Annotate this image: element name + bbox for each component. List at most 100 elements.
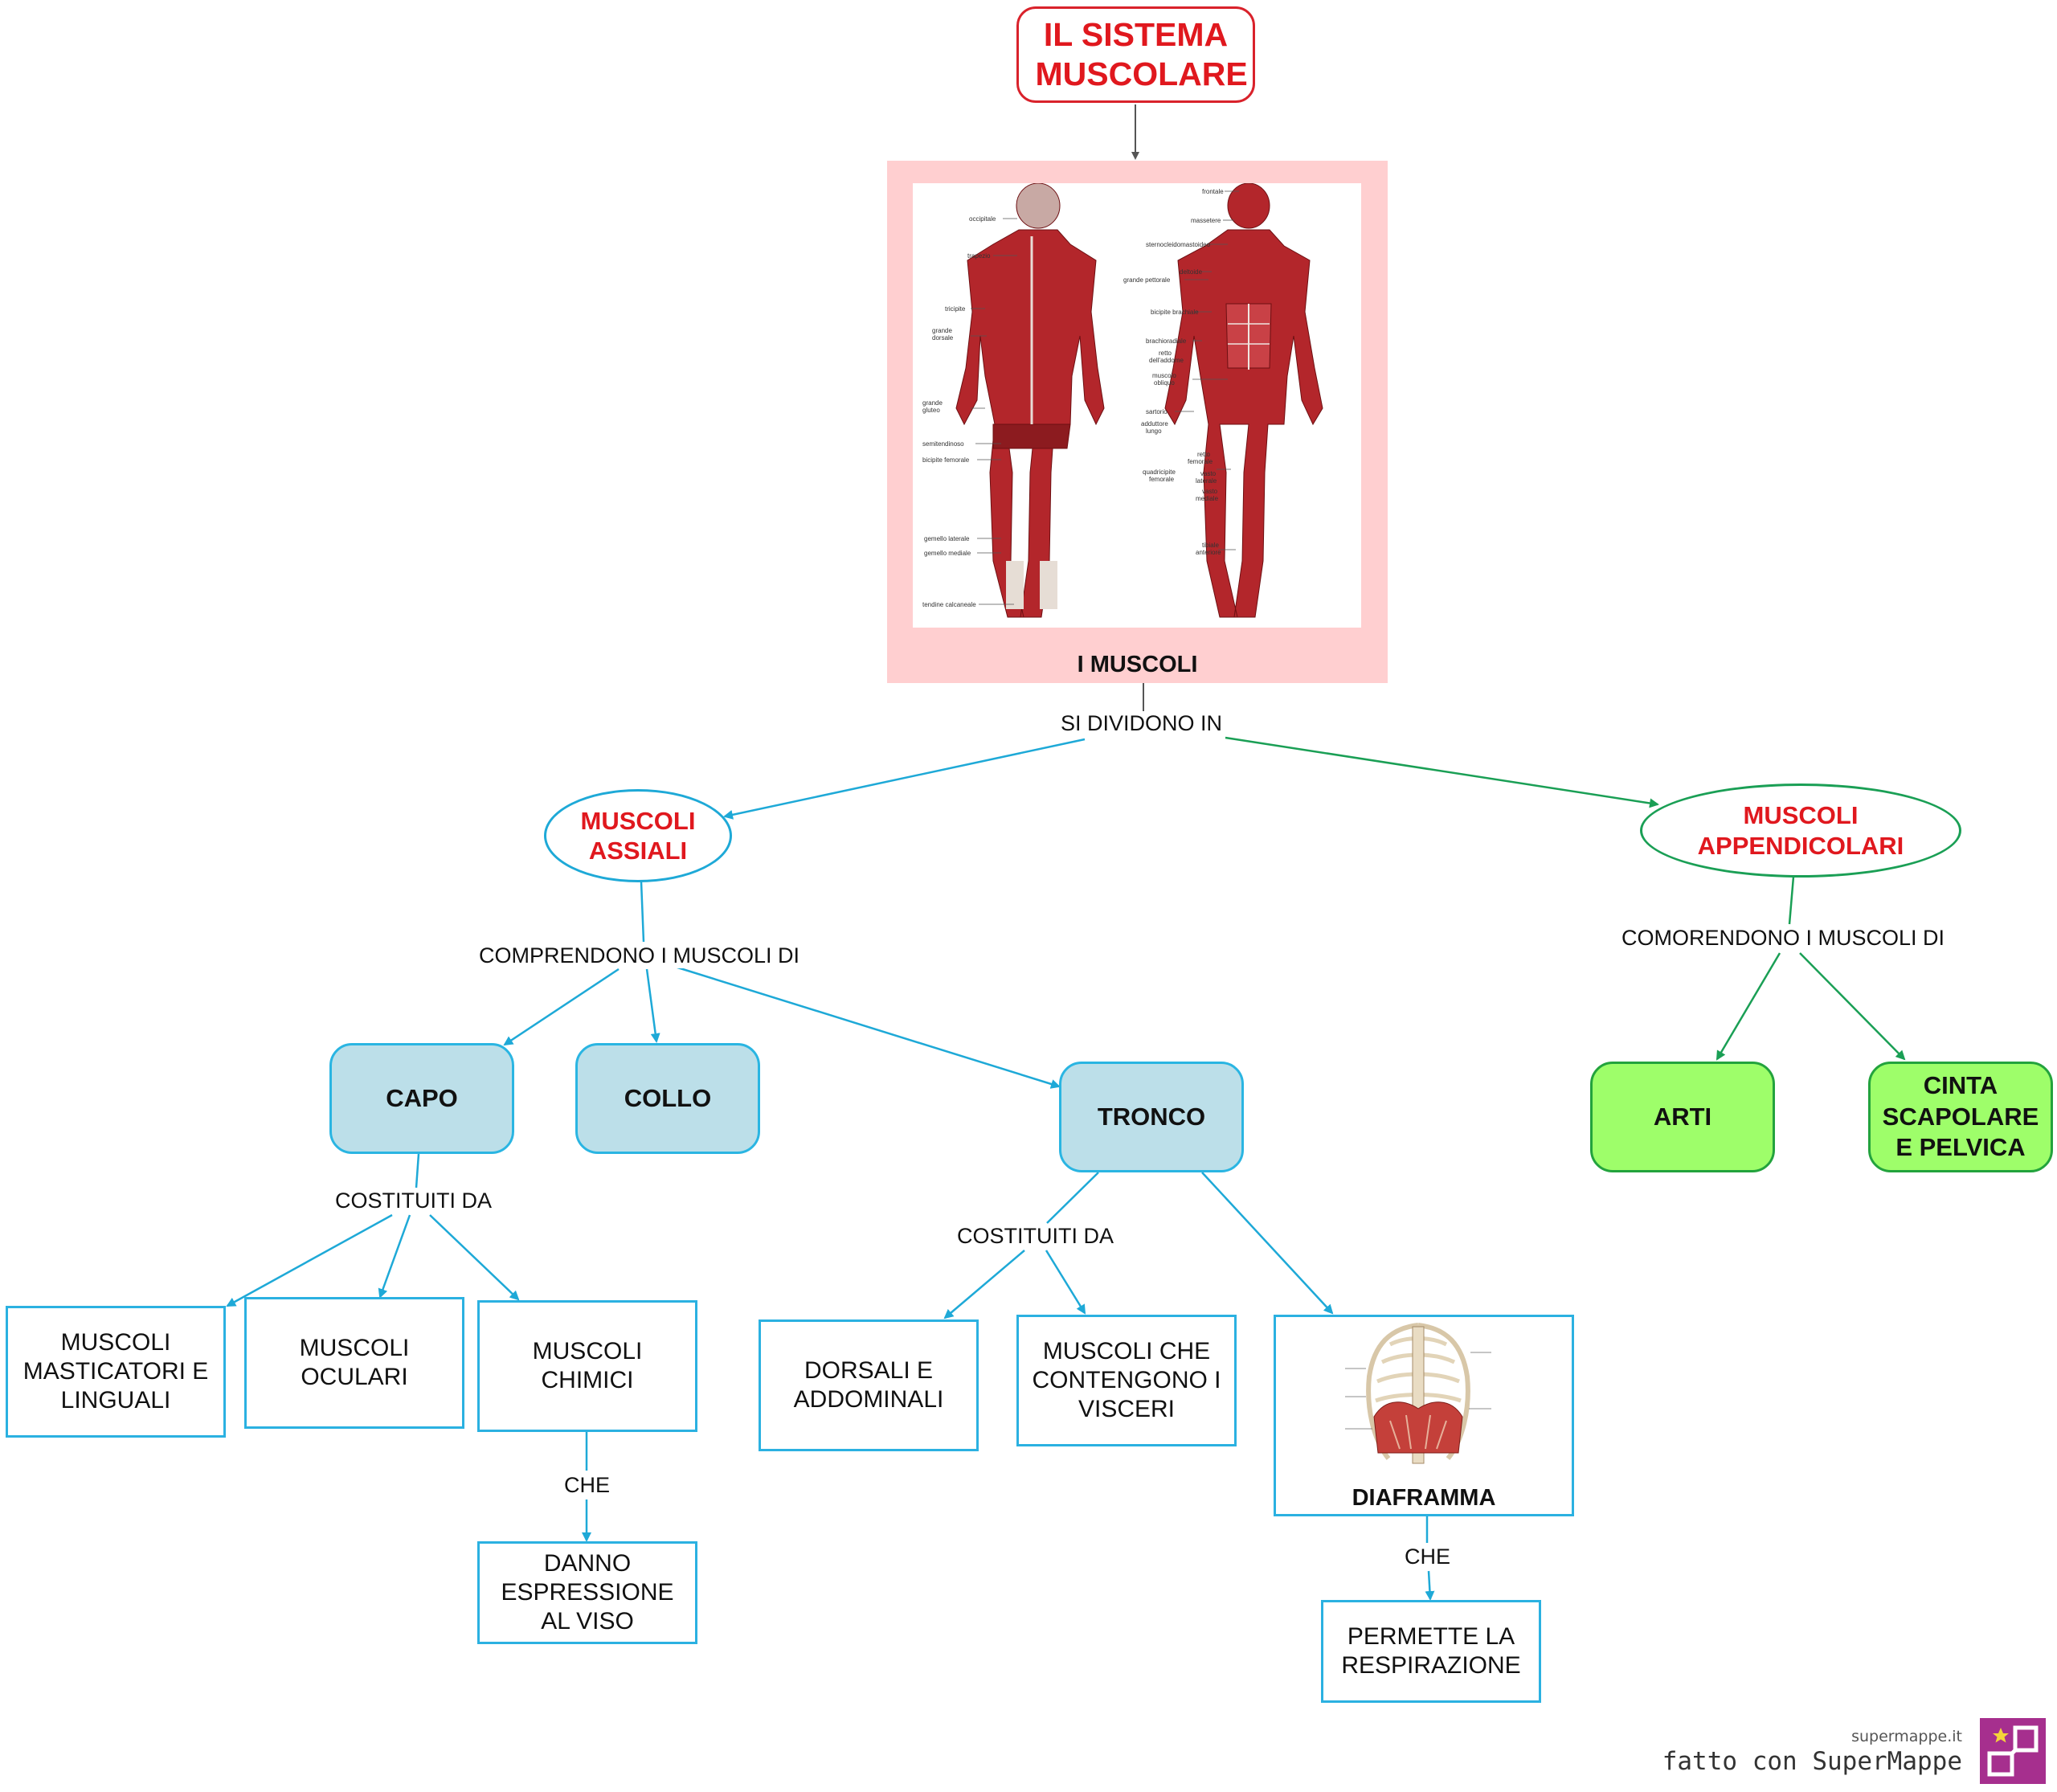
- label-semitendinoso: semitendinoso: [922, 440, 964, 448]
- node-dorsali-text: DORSALI E ADDOMINALI: [793, 1357, 944, 1413]
- label-gemello-laterale: gemello laterale: [924, 535, 970, 542]
- connector-divide-assiali: [723, 738, 1086, 820]
- label-tibiale-1: tibiale: [1202, 542, 1219, 549]
- label-massetere: massetere: [1191, 217, 1221, 224]
- node-muscoli-assiali[interactable]: MUSCOLI ASSIALI: [544, 789, 732, 882]
- label-vasto-laterale-1: vasto: [1200, 470, 1217, 477]
- link-label-assiali-comprendono: COMPRENDONO I MUSCOLI DI: [474, 943, 805, 968]
- connector-assiali-comp: [640, 881, 645, 943]
- label-grande-gluteo-2: gluteo: [922, 407, 940, 414]
- label-retto-femorale-1: retto: [1197, 451, 1211, 458]
- connector-cost-visceri: [1045, 1250, 1086, 1315]
- label-grande-pettorale: grande pettorale: [1123, 276, 1171, 284]
- connector-append-comp: [1788, 876, 1795, 925]
- muscular-system-illustration: occipitale trapezio tricipite grande dor…: [913, 182, 1361, 628]
- label-retto-addome-1: retto: [1159, 350, 1172, 357]
- label-occipitale: occipitale: [969, 215, 996, 223]
- node-cinta-scapolare[interactable]: CINTA SCAPOLARE E PELVICA: [1868, 1062, 2053, 1172]
- label-sartorio: sartorio: [1146, 408, 1168, 415]
- supermappe-logo-icon[interactable]: [1980, 1718, 2046, 1784]
- label-vasto-laterale-2: laterale: [1196, 477, 1217, 485]
- node-tronco-text: TRONCO: [1097, 1103, 1206, 1131]
- node-diaframma-text: DIAFRAMMA: [1352, 1485, 1496, 1511]
- node-masticatori-text: MUSCOLI MASTICATORI E LINGUALI: [22, 1329, 209, 1414]
- node-cinta-scapolare-text: CINTA SCAPOLARE E PELVICA: [1882, 1070, 2039, 1162]
- label-tendine-calcaneale: tendine calcaneale: [922, 601, 976, 608]
- muscle-figures-image: occipitale trapezio tricipite grande dor…: [922, 182, 1323, 618]
- connector-tronco-diaframma: [1201, 1172, 1334, 1315]
- connector-che-respirazione: [1425, 1570, 1435, 1601]
- node-chimici[interactable]: MUSCOLI CHIMICI: [477, 1300, 697, 1432]
- label-brachioradiale: brachioradiale: [1146, 338, 1187, 345]
- node-muscoli-appendicolari-text: MUSCOLI APPENDICOLARI: [1697, 801, 1904, 860]
- node-espressione-viso[interactable]: DANNO ESPRESSIONE AL VISO: [477, 1541, 697, 1644]
- muscles-caption: I MUSCOLI: [1077, 652, 1198, 677]
- label-muscolo-obliquo-2: obliquo: [1154, 379, 1175, 387]
- node-capo[interactable]: CAPO: [329, 1043, 514, 1154]
- connector-comp-capo: [503, 968, 620, 1046]
- label-vasto-mediale-2: mediale: [1196, 495, 1219, 502]
- label-adduttore-lungo-1: adduttore: [1141, 420, 1168, 428]
- connector-cost-oculari: [378, 1214, 411, 1299]
- node-tronco[interactable]: TRONCO: [1059, 1062, 1244, 1172]
- connector-cost-masticatori: [226, 1213, 393, 1307]
- label-quadricipite-1: quadricipite: [1143, 468, 1176, 476]
- label-retto-addome-2: dell'addome: [1149, 357, 1184, 364]
- link-label-tronco-costituiti: COSTITUITI DA: [952, 1224, 1118, 1249]
- label-grande-dorsale-1: grande: [932, 327, 952, 334]
- connector-comp-cinta: [1799, 952, 1906, 1061]
- front-figure: [1164, 182, 1323, 618]
- label-tricipite: tricipite: [945, 305, 966, 313]
- link-label-append-comprendono: COMORENDONO I MUSCOLI DI: [1617, 926, 1950, 951]
- node-chimici-text: MUSCOLI CHIMICI: [532, 1338, 643, 1393]
- node-capo-text: CAPO: [386, 1084, 458, 1113]
- label-trapezio: trapezio: [967, 252, 991, 260]
- node-oculari-text: MUSCOLI OCULARI: [299, 1335, 410, 1390]
- diaphragm-image: [1345, 1323, 1491, 1464]
- title-node[interactable]: IL SISTEMA MUSCOLARE: [1016, 6, 1255, 103]
- node-respirazione-text: PERMETTE LA RESPIRAZIONE: [1341, 1623, 1521, 1679]
- label-retto-femorale-2: femorale: [1188, 458, 1213, 465]
- label-grande-gluteo-1: grande: [922, 399, 943, 407]
- node-arti[interactable]: ARTI: [1590, 1062, 1775, 1172]
- label-quadricipite-2: femorale: [1149, 476, 1175, 483]
- leader-lines: [971, 190, 1239, 605]
- link-label-diaframma-che: CHE: [1400, 1544, 1456, 1569]
- label-bicipite-femorale: bicipite femorale: [922, 456, 970, 464]
- label-sternocleidomastoideo: sternocleidomastoideo: [1146, 241, 1211, 248]
- node-muscoli-appendicolari[interactable]: MUSCOLI APPENDICOLARI: [1640, 783, 1961, 878]
- connector-comp-tronco: [674, 965, 1061, 1089]
- connector-comp-collo: [645, 968, 660, 1043]
- footer-site: supermappe.it: [1851, 1728, 1962, 1745]
- connector-tronco-cost: [1046, 1172, 1099, 1224]
- label-tibiale-2: anteriore: [1196, 549, 1221, 556]
- node-collo-text: COLLO: [624, 1084, 712, 1113]
- title-text: IL SISTEMA MUSCOLARE: [1035, 15, 1248, 92]
- node-visceri[interactable]: MUSCOLI CHE CONTENGONO I VISCERI: [1016, 1315, 1237, 1446]
- back-figure: [955, 182, 1105, 618]
- node-masticatori-linguali[interactable]: MUSCOLI MASTICATORI E LINGUALI: [6, 1306, 226, 1438]
- label-frontale: frontale: [1202, 188, 1224, 195]
- node-muscoli-assiali-text: MUSCOLI ASSIALI: [580, 806, 696, 865]
- link-label-chimici-che: CHE: [559, 1473, 615, 1498]
- label-adduttore-lungo-2: lungo: [1146, 428, 1162, 435]
- muscles-image-node[interactable]: occipitale trapezio tricipite grande dor…: [887, 161, 1388, 683]
- node-respirazione[interactable]: PERMETTE LA RESPIRAZIONE: [1321, 1600, 1541, 1703]
- label-vasto-mediale-1: vasto: [1202, 488, 1218, 495]
- label-deltoide: deltoide: [1180, 268, 1203, 276]
- muscle-labels: occipitale trapezio tricipite grande dor…: [922, 188, 1224, 608]
- node-arti-text: ARTI: [1653, 1103, 1712, 1131]
- supermappe-logo-glyph: [1987, 1725, 2039, 1777]
- node-visceri-text: MUSCOLI CHE CONTENGONO I VISCERI: [1032, 1338, 1221, 1422]
- node-dorsali-addominali[interactable]: DORSALI E ADDOMINALI: [759, 1319, 979, 1451]
- node-collo[interactable]: COLLO: [575, 1043, 760, 1154]
- node-oculari[interactable]: MUSCOLI OCULARI: [244, 1297, 464, 1429]
- node-espressione-text: DANNO ESPRESSIONE AL VISO: [501, 1550, 674, 1634]
- connector-comp-arti: [1716, 952, 1781, 1061]
- label-gemello-mediale: gemello mediale: [924, 550, 971, 557]
- connector-capo-cost: [415, 1153, 420, 1189]
- footer-made-with[interactable]: fatto con SuperMappe: [1662, 1747, 1962, 1776]
- label-muscolo-obliquo-1: muscolo: [1152, 372, 1176, 379]
- link-label-divide: SI DIVIDONO IN: [1056, 711, 1228, 736]
